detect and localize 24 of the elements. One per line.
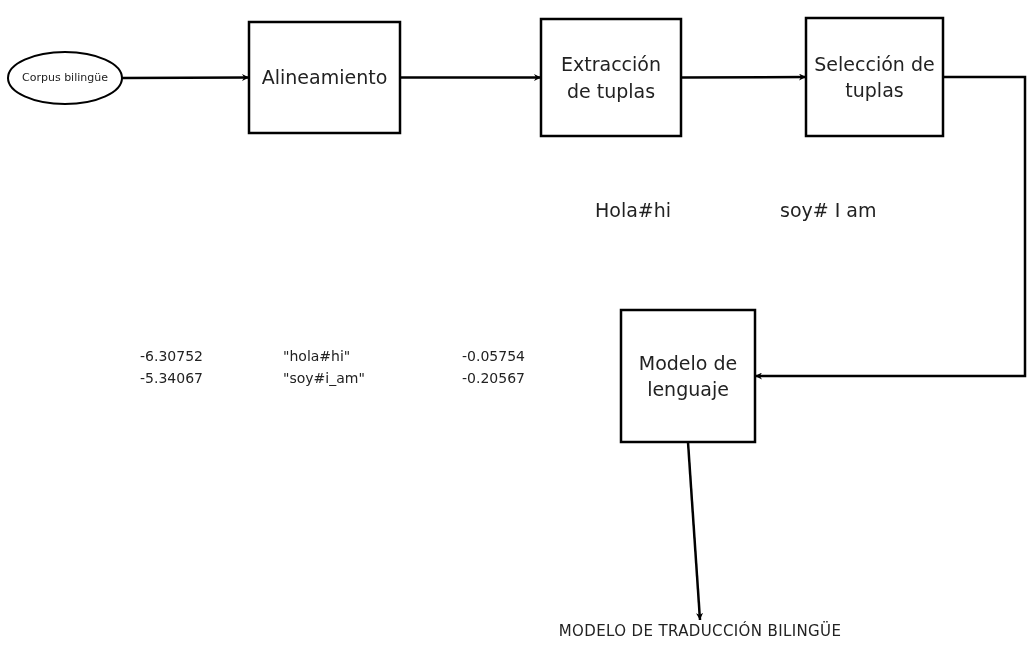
table-value: "soy#i_am" (283, 369, 365, 388)
process-box (539, 17, 683, 138)
arrow (400, 74, 541, 81)
table-value: -0.20567 (462, 369, 525, 388)
tuple-example: soy# I am (780, 198, 877, 223)
arrow (681, 73, 806, 81)
arrow (686, 441, 703, 621)
table-value: -6.30752 (140, 347, 203, 366)
process-box (804, 16, 945, 138)
node-text: Modelo de lenguaje (637, 350, 739, 402)
table-value: -0.05754 (462, 347, 525, 366)
arrow (755, 75, 1027, 380)
node-text: MODELO DE TRADUCCIÓN BILINGÜE (557, 620, 843, 642)
node-text: Extracción de tuplas (560, 52, 662, 104)
node-text: Corpus bilingüe (21, 70, 109, 86)
table-value: -5.34067 (140, 369, 203, 388)
table-value: "hola#hi" (283, 347, 351, 366)
node-text: Selección de tuplas (813, 51, 936, 103)
process-box (619, 308, 757, 444)
node-text: Alineamiento (260, 65, 389, 91)
tuple-example: Hola#hi (595, 198, 672, 223)
terminal-ellipse (7, 51, 123, 105)
process-box (247, 20, 402, 135)
arrow (122, 74, 249, 82)
